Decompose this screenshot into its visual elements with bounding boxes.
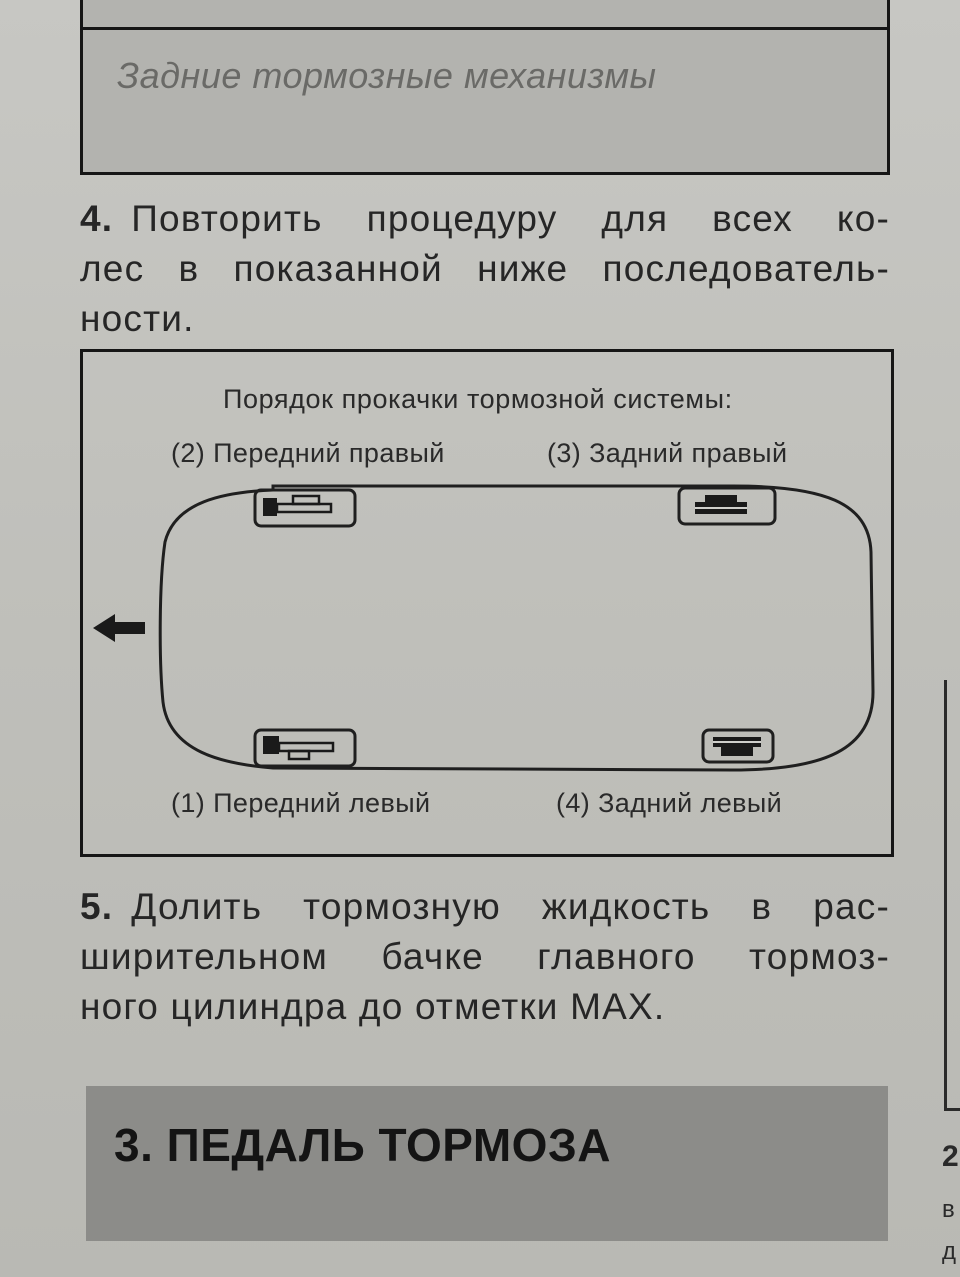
step-5-line-1: 5. Долить тормозную жидкость в рас- — [80, 882, 890, 932]
step-5-paragraph: 5. Долить тормозную жидкость в рас- ширит… — [80, 882, 890, 1032]
diagram-title: Порядок прокачки тормозной системы: — [223, 384, 733, 414]
car-outline-drawing — [93, 484, 875, 772]
label-rear-right: (3) Задний правый — [547, 438, 788, 468]
car-body-outline — [158, 484, 875, 772]
wheel-rear-right-icon — [677, 486, 777, 526]
rear-brakes-caption: Задние тормозные механизмы — [117, 55, 657, 96]
step-5-number: 5. — [80, 886, 114, 927]
rear-brakes-caption-box: Задние тормозные механизмы — [80, 0, 890, 175]
step-4-line-2: лес в показанной ниже последователь- — [80, 248, 890, 289]
label-front-left: (1) Передний левый — [171, 788, 431, 818]
label-front-right: (2) Передний правый — [171, 438, 445, 468]
step-5-line-3: ного цилиндра до отметки MAX. — [80, 986, 666, 1027]
label-rear-left: (4) Задний левый — [556, 788, 783, 818]
step-4-line-3: ности. — [80, 298, 195, 339]
next-page-border — [944, 680, 947, 1110]
step-4-line-1: 4. Повторить процедуру для всех ко- — [80, 194, 890, 244]
section-heading: 3. ПЕДАЛЬ ТОРМОЗА — [114, 1119, 612, 1171]
next-page-fragment-1: 2 — [942, 1140, 959, 1173]
step-4-number: 4. — [80, 198, 114, 239]
next-page-rule — [944, 1108, 960, 1111]
wheel-front-left-icon — [253, 728, 357, 768]
caption-divider — [83, 27, 887, 30]
arrow-left-icon — [93, 614, 145, 642]
brake-pedal-section-bar: 3. ПЕДАЛЬ ТОРМОЗА — [86, 1086, 888, 1241]
step-5-text-1: Долить тормозную жидкость в рас- — [131, 886, 890, 927]
step-5-line-2: ширительном бачке главного тормоз- — [80, 936, 890, 977]
step-4-paragraph: 4. Повторить процедуру для всех ко- лес в… — [80, 194, 890, 344]
next-page-fragment-3: д — [942, 1238, 957, 1265]
next-page-fragment-2: в — [942, 1196, 955, 1223]
step-4-text-1: Повторить процедуру для всех ко- — [131, 198, 890, 239]
wheel-rear-left-icon — [701, 728, 775, 764]
wheel-front-right-icon — [253, 488, 357, 528]
bleeding-order-diagram: Порядок прокачки тормозной системы: (2) … — [80, 349, 894, 857]
